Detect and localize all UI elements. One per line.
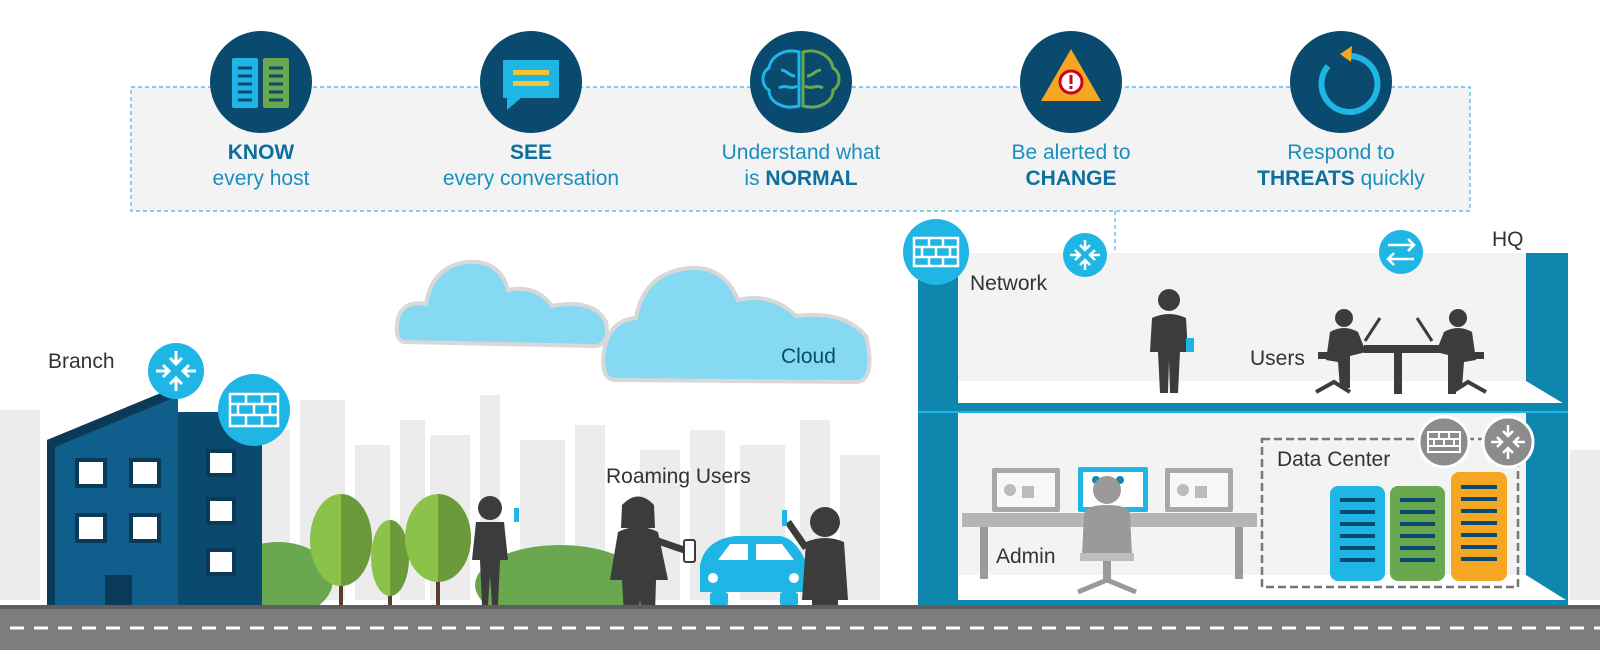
dc-firewall-badge [1417, 415, 1471, 469]
step-know-caption: KNOW every host [141, 140, 381, 192]
refresh-icon [1318, 46, 1381, 115]
users-label: Users [1250, 347, 1305, 370]
server-racks [1330, 472, 1507, 581]
hq-firewall-badge [903, 219, 969, 285]
firewall-icon [228, 392, 280, 428]
data-center-box [1260, 437, 1520, 589]
step-normal-line1: Understand what [721, 141, 881, 164]
dc-router-badge [1481, 415, 1535, 469]
hq-switch-badge [1379, 230, 1423, 274]
step-know-subtitle: every host [212, 167, 310, 190]
switch-icon [1386, 238, 1416, 266]
step-see-caption: SEE every conversation [411, 140, 651, 192]
step-know-title: KNOW [227, 141, 295, 164]
branch-router-badge [148, 343, 204, 399]
router-icon [1070, 240, 1100, 270]
respond-icon-circle [1290, 31, 1392, 133]
step-change-caption: Be alerted to CHANGE [951, 140, 1191, 192]
router-icon [156, 351, 196, 391]
road [0, 605, 1600, 650]
cloud-large [601, 265, 872, 385]
router-icon [1491, 425, 1525, 459]
step-normal-prefix: is [744, 167, 766, 190]
roaming-users-label: Roaming Users [606, 465, 751, 488]
admin-workstation [962, 467, 1257, 595]
admin-person [1077, 476, 1137, 595]
admin-label: Admin [996, 545, 1056, 568]
see-icon-circle [480, 31, 582, 133]
cloud-small [394, 259, 609, 349]
data-center-label: Data Center [1277, 448, 1391, 471]
hq-router-badge [1063, 233, 1107, 277]
step-normal-bold: NORMAL [765, 167, 858, 190]
cloud-label: Cloud [781, 345, 836, 368]
step-threats-caption: Respond to THREATS quickly [1221, 140, 1461, 192]
step-change-bold: CHANGE [1025, 167, 1117, 190]
firewall-icon [912, 236, 960, 268]
hq-desk-users [1315, 309, 1487, 394]
hq-label: HQ [1492, 228, 1524, 251]
branch-label: Branch [48, 350, 115, 373]
step-threats-suffix: quickly [1354, 167, 1425, 190]
step-see-subtitle: every conversation [442, 167, 620, 190]
brain-icon [761, 49, 841, 109]
step-normal-caption: Understand what is NORMAL [681, 140, 921, 192]
network-label: Network [970, 272, 1048, 295]
monitor-right [1165, 468, 1233, 512]
hq-standing-person [1150, 289, 1194, 393]
branch-firewall-badge [218, 374, 290, 446]
change-icon-circle [1020, 31, 1122, 133]
step-threats-bold: THREATS [1257, 167, 1355, 190]
warning-icon [1041, 49, 1101, 101]
roaming-person-phone [472, 496, 519, 605]
firewall-icon [1427, 431, 1461, 453]
chat-bubble-icon [503, 60, 559, 110]
monitor-left [992, 468, 1060, 512]
step-change-line1: Be alerted to [1011, 141, 1131, 164]
know-icon-circle [210, 31, 312, 133]
step-threats-line1: Respond to [1287, 141, 1395, 164]
step-see-title: SEE [509, 141, 553, 164]
book-icon [232, 58, 289, 108]
normal-icon-circle [750, 31, 852, 133]
car [700, 536, 808, 606]
